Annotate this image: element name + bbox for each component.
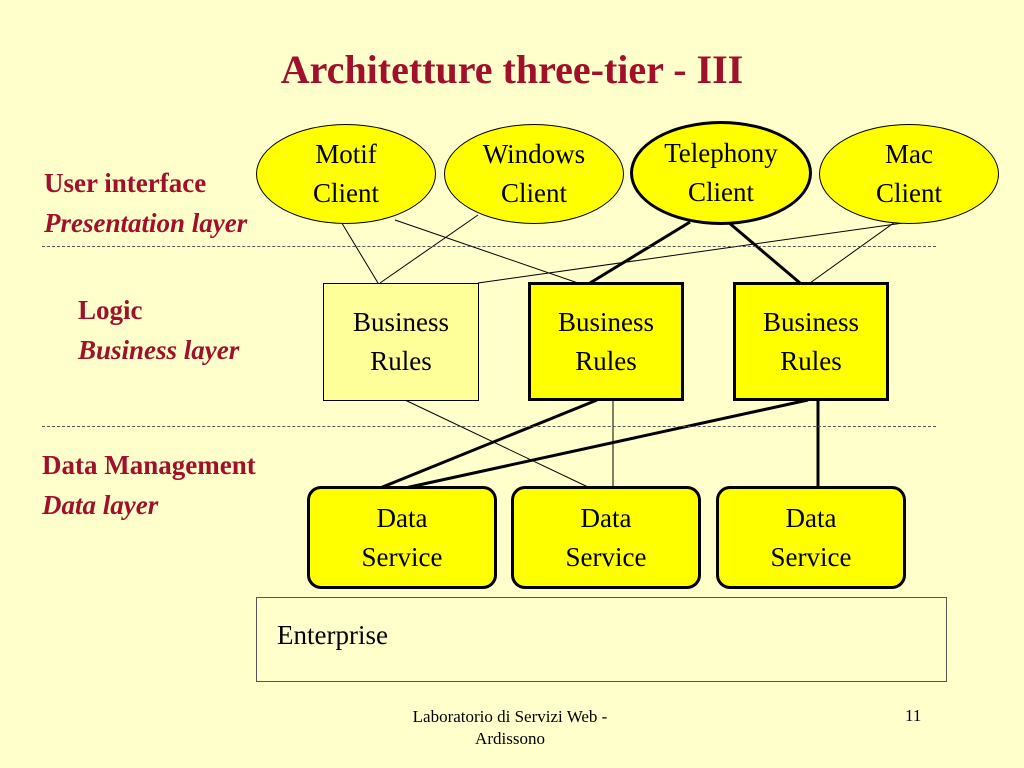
link-br1-ds2 [404, 399, 591, 489]
presentation-layer-label: User interface Presentation layer [44, 163, 247, 243]
data-service-2: Data Service [511, 486, 701, 589]
link-windows-br1 [379, 214, 479, 284]
data-service-3: Data Service [716, 486, 906, 589]
link-telephony-br3 [727, 220, 801, 285]
footer-text: Laboratorio di Servizi Web - Ardissono [412, 707, 608, 748]
data-layer-subtitle: Data layer [42, 490, 159, 520]
separator-presentation [42, 246, 936, 247]
business-rules-2: Business Rules [528, 282, 684, 401]
enterprise-box: Enterprise [256, 597, 947, 682]
page-number: 11 [905, 706, 922, 725]
slide-title: Architetture three-tier - III [280, 47, 744, 92]
link-telephony-br2 [589, 220, 691, 285]
link-br3-ds1 [404, 398, 809, 490]
business-layer-subtitle: Business layer [78, 335, 240, 365]
link-motif-br2 [394, 219, 579, 284]
link-motif-br1 [339, 219, 379, 284]
data-layer-title: Data Management [42, 450, 256, 480]
business-rules-1: Business Rules [323, 283, 479, 401]
data-layer-label: Data Management Data layer [42, 445, 256, 525]
presentation-layer-title: User interface [44, 168, 207, 198]
link-mac-br1 [477, 221, 911, 284]
data-service-1: Data Service [307, 486, 497, 589]
separator-business [42, 426, 936, 427]
client-mac: Mac Client [819, 124, 999, 224]
link-br2-ds1 [379, 398, 598, 490]
business-layer-title: Logic [78, 295, 143, 325]
presentation-layer-subtitle: Presentation layer [44, 208, 248, 238]
client-windows: Windows Client [444, 124, 624, 224]
client-telephony: Telephony Client [630, 121, 812, 225]
business-rules-3: Business Rules [733, 282, 889, 401]
enterprise-label: Enterprise [277, 620, 388, 650]
link-mac-br3 [809, 221, 896, 284]
business-layer-label: Logic Business layer [78, 290, 239, 370]
client-motif: Motif Client [256, 124, 436, 224]
